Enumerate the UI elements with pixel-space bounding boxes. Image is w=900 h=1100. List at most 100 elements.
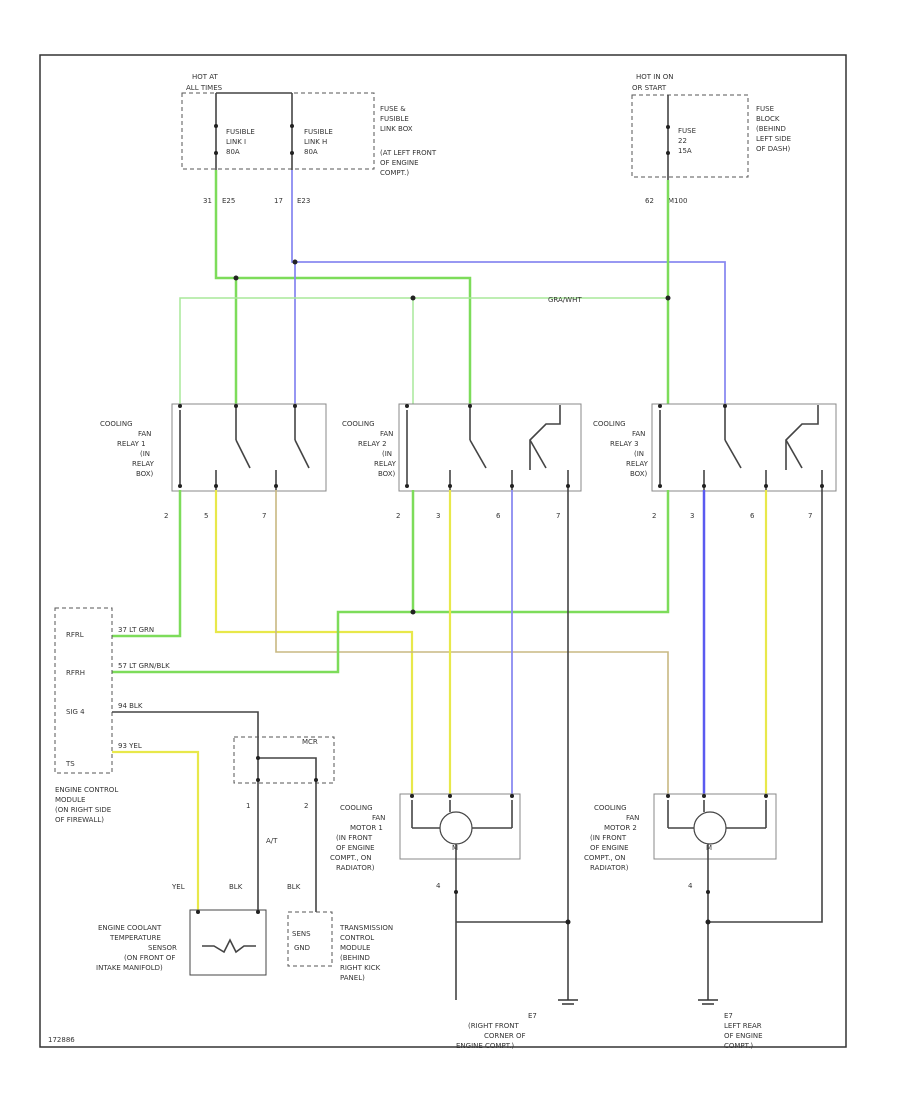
ecm-pin-sig4: SIG 4 — [66, 708, 85, 716]
ground1-label-4: ENGINE COMPT.) — [456, 1042, 514, 1050]
tcm-label-4: (BEHIND — [340, 954, 370, 962]
wire-fusible-link-1-feed — [214, 170, 472, 405]
wire-tag-31: 31 — [203, 197, 212, 205]
motor1-label-7: RADIATOR) — [336, 864, 375, 872]
fusible-link-1-rating: 80A — [226, 148, 240, 156]
relay3-pin-7: 7 — [808, 512, 812, 520]
motor1-pin-4: 4 — [436, 882, 441, 890]
fuse-block — [631, 94, 749, 178]
motor1-label-5: OF ENGINE — [336, 844, 375, 852]
motor1-label-2: FAN — [372, 814, 385, 822]
relay3-label-3: RELAY 3 — [610, 440, 639, 448]
tcm-pin-1: 1 — [246, 802, 250, 810]
ecm-label-3: (ON RIGHT SIDE — [55, 806, 111, 814]
relay3-pin-3: 3 — [690, 512, 694, 520]
ect-label-3: SENSOR — [148, 944, 177, 952]
ecm-wire-1: 37 LT GRN — [118, 626, 154, 634]
ground1-label-3: CORNER OF — [484, 1032, 526, 1040]
source-label-left-2: ALL TIMES — [186, 84, 223, 92]
diagram-frame — [39, 54, 847, 1048]
fusible-link-1-id: LINK I — [226, 138, 246, 146]
fusible-link-2-label: FUSIBLE — [304, 128, 333, 136]
tcm-connector — [233, 736, 335, 784]
ground1-label-1: E7 — [528, 1012, 537, 1020]
tcm-label-5: RIGHT KICK — [340, 964, 381, 972]
wire-tag-e23: E23 — [297, 197, 310, 205]
motor1-label-6: COMPT., ON — [330, 854, 372, 862]
fuse-22-rating: 15A — [678, 147, 692, 155]
fuse-link-box — [181, 92, 375, 170]
relay3-label-4: (IN — [634, 450, 644, 458]
relay1-label-3: RELAY 1 — [117, 440, 146, 448]
wire-ecm-ts — [112, 750, 200, 912]
ground1-label-2: (RIGHT FRONT — [468, 1022, 519, 1030]
relay3-label-2: FAN — [632, 430, 645, 438]
wire-tag-17: 17 — [274, 197, 283, 205]
fusible-link-2-id: LINK H — [304, 138, 327, 146]
motor-2-icon — [693, 811, 727, 845]
cooling-fan-relay-2 — [398, 403, 582, 492]
fuse-box-label-5: OF ENGINE — [380, 159, 419, 167]
tcm-box-sens: SENS — [292, 930, 311, 938]
ground-icon-left-rear — [698, 999, 718, 1005]
ecm-pin-rfrl: RFRL — [66, 631, 84, 639]
engine-control-module — [54, 607, 113, 774]
motor2-label-6: COMPT., ON — [584, 854, 626, 862]
fuse-box-label-2: FUSIBLE — [380, 115, 409, 123]
ecm-pin-rfrh: RFRH — [66, 669, 85, 677]
wire-ecm-sig4 — [112, 711, 259, 740]
fuse-block-label-2: BLOCK — [756, 115, 780, 123]
relay2-pin-6: 6 — [496, 512, 501, 520]
motor2-m: M — [706, 844, 712, 852]
tcm-label-2: CONTROL — [340, 934, 374, 942]
source-label-right-2: OR START — [632, 84, 667, 92]
relay3-label-6: BOX) — [630, 470, 648, 478]
wire-tag-e25: E25 — [222, 197, 235, 205]
relay1-pin-5: 5 — [204, 512, 208, 520]
relay1-label-4: (IN — [140, 450, 150, 458]
wire-relay2-pin2-ecm — [112, 490, 415, 674]
relay2-pin-3: 3 — [436, 512, 440, 520]
tcm-wire-blk: BLK — [287, 883, 301, 891]
fusible-link-2-rating: 80A — [304, 148, 318, 156]
motor1-label-3: MOTOR 1 — [350, 824, 383, 832]
motor1-label-4: (IN FRONT — [336, 834, 373, 842]
motor2-label-5: OF ENGINE — [590, 844, 629, 852]
relay1-pin-7: 7 — [262, 512, 266, 520]
fuse-box-label-4: (AT LEFT FRONT — [380, 149, 437, 157]
ecm-wire-2: 57 LT GRN/BLK — [118, 662, 170, 670]
wire-tag-m100: M100 — [668, 197, 687, 205]
relay1-pin-2: 2 — [164, 512, 168, 520]
fuse-box-label-3: LINK BOX — [380, 125, 413, 133]
ect-label-2: TEMPERATURE — [109, 934, 161, 942]
fuse-block-label-1: FUSE — [756, 105, 774, 113]
relay3-pin-2: 2 — [652, 512, 656, 520]
tcm-connector-tag: MCR — [302, 738, 318, 746]
ecm-wire-4: 93 YEL — [118, 742, 142, 750]
fusible-link-1-label: FUSIBLE — [226, 128, 255, 136]
relay2-label-2: FAN — [380, 430, 393, 438]
motor2-pin-4: 4 — [688, 882, 693, 890]
fuse-box-label-6: COMPT.) — [380, 169, 409, 177]
motor2-label-2: FAN — [626, 814, 639, 822]
relay1-label-1: COOLING — [100, 420, 133, 428]
ground2-label-3: OF ENGINE — [724, 1032, 763, 1040]
relay1-label-5: RELAY — [132, 460, 155, 468]
ground2-label-1: E7 — [724, 1012, 733, 1020]
motor2-label-1: COOLING — [594, 804, 627, 812]
fuse-block-label-3: (BEHIND — [756, 125, 786, 133]
relay2-label-3: RELAY 2 — [358, 440, 387, 448]
motor1-m: M — [452, 844, 458, 852]
ect-label-5: INTAKE MANIFOLD) — [96, 964, 163, 972]
tcm-label-6: PANEL) — [340, 974, 365, 982]
ect-wire-yel: YEL — [171, 883, 185, 891]
tcm-label-1: TRANSMISSION — [339, 924, 393, 932]
fuse-block-label-5: OF DASH) — [756, 145, 791, 153]
tcm-pin-2: 2 — [304, 802, 308, 810]
relay2-label-6: BOX) — [378, 470, 396, 478]
ground-icon-right-front — [558, 999, 578, 1005]
ecm-wire-3: 94 BLK — [118, 702, 143, 710]
fuse-22-number: 22 — [678, 137, 687, 145]
wire-relay1-pin7-motor2 — [275, 490, 669, 795]
ground2-label-4: COMPT.) — [724, 1042, 753, 1050]
